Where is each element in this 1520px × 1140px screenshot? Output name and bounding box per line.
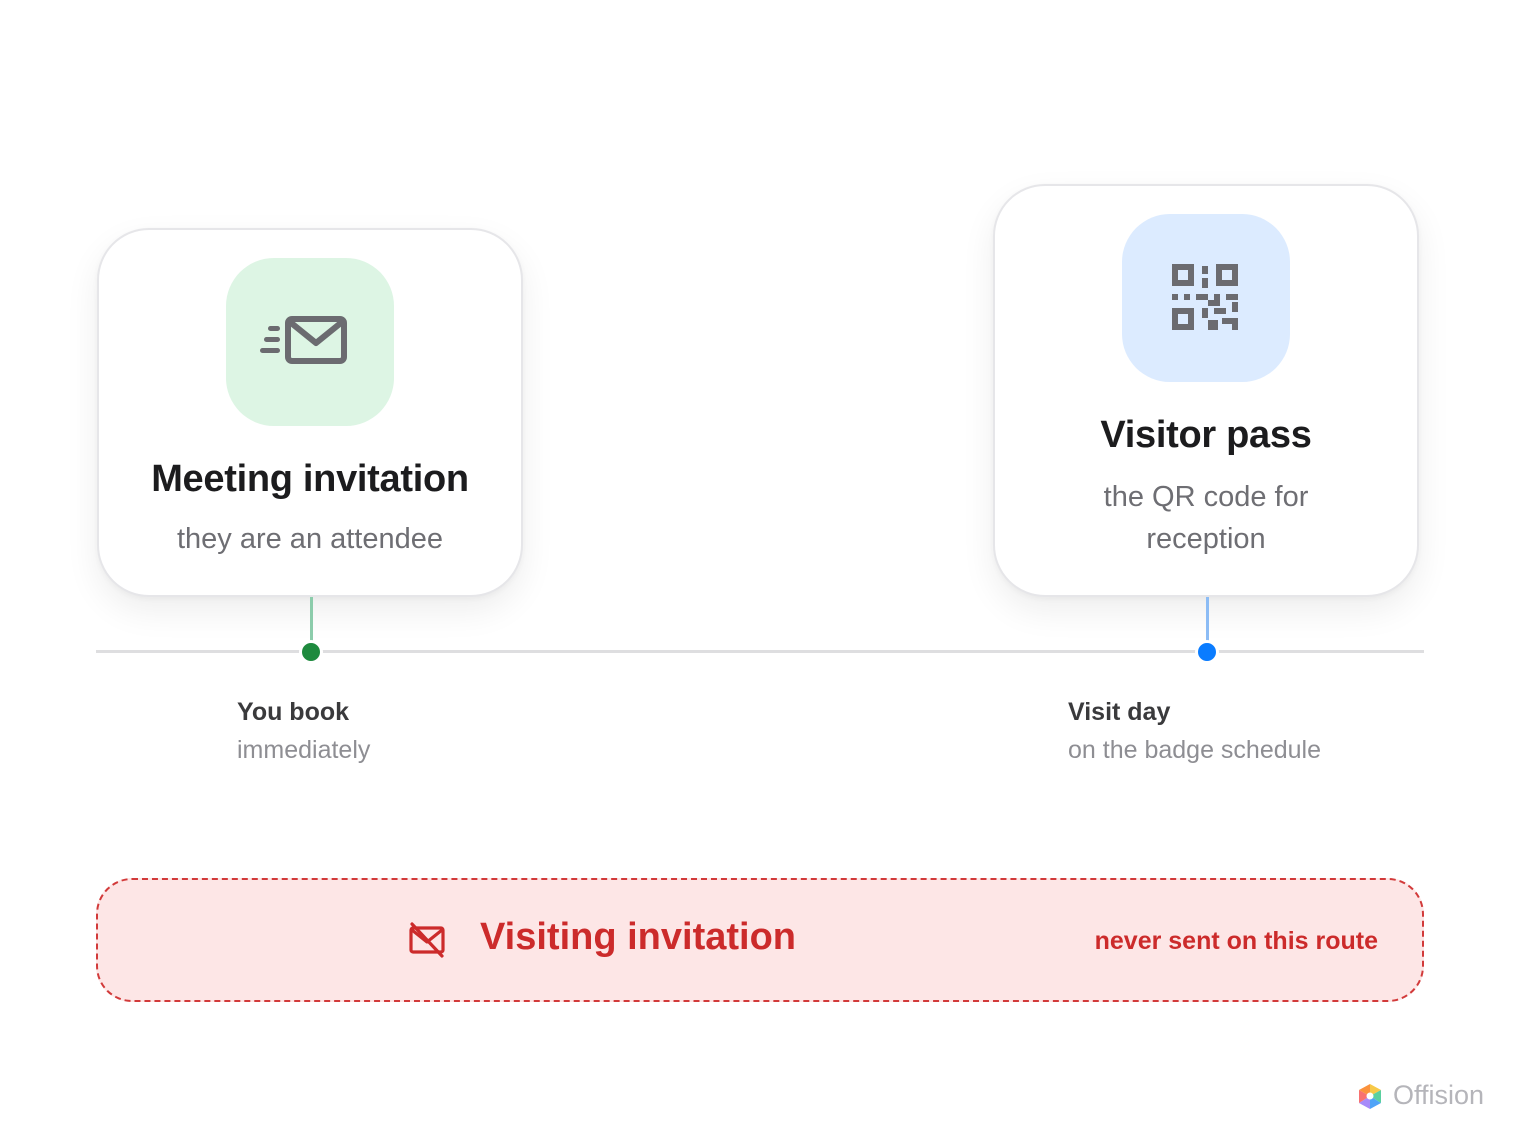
qr-code-icon [1172, 264, 1238, 330]
mail-off-icon [409, 922, 445, 958]
mail-send-icon [260, 316, 347, 364]
meeting-invitation-connector [310, 597, 313, 649]
card-subtitle: they are an attendee [176, 523, 444, 555]
timeline-axis [96, 650, 1424, 653]
card-subtitle: the QR code for reception [1103, 481, 1309, 555]
card-title: Meeting invitation [151, 458, 469, 500]
visiting-invitation-banner: Visiting invitation never sent on this r… [96, 878, 1424, 1002]
step-sublabel-visit-day: on the badge schedule [1068, 736, 1321, 764]
step-label-visit-day: Visit day [1068, 698, 1171, 726]
visitor-pass-card: Visitor pass the QR code for reception [993, 184, 1419, 597]
visitor-pass-icon-tile [1122, 214, 1290, 382]
timeline-dot-visit-day [1195, 640, 1219, 664]
timeline-dot-you-book [299, 640, 323, 664]
banner-note: never sent on this route [1094, 927, 1378, 955]
step-sublabel-you-book: immediately [237, 736, 371, 764]
meeting-invitation-card: Meeting invitation they are an attendee [97, 228, 523, 597]
brand-name: Offision [1392, 1080, 1484, 1110]
card-title: Visitor pass [1100, 414, 1312, 456]
visitor-pass-connector [1206, 597, 1209, 649]
offision-logo [1358, 1083, 1381, 1109]
brand-watermark: Offision [1357, 1080, 1484, 1111]
banner-title: Visiting invitation [480, 916, 796, 958]
step-label-you-book: You book [237, 698, 350, 726]
meeting-invitation-icon-tile [226, 258, 394, 426]
